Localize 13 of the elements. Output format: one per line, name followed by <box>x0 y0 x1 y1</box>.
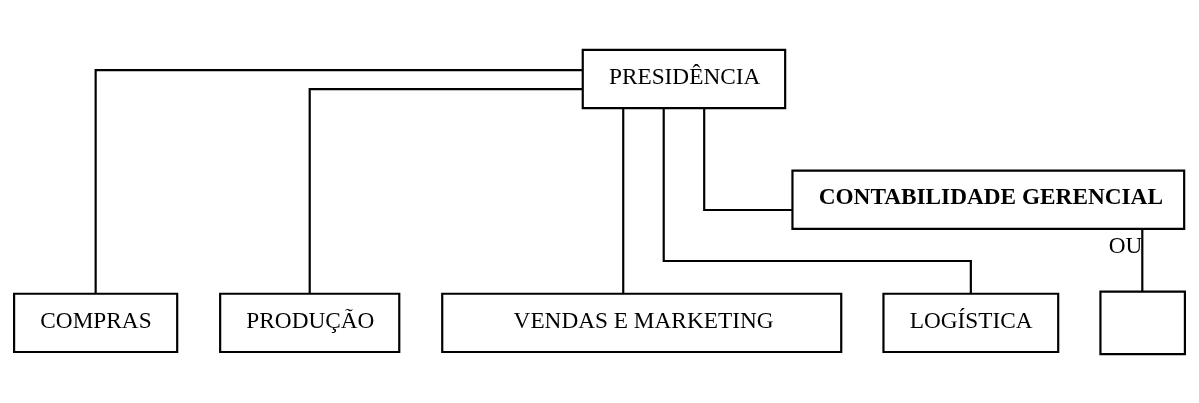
node-box: CONTABILIDADE GERENCIAL <box>791 169 1186 230</box>
node-box: LOGÍSTICA <box>882 292 1060 353</box>
node-box <box>1099 289 1186 355</box>
connector <box>94 68 583 293</box>
connector <box>622 107 625 294</box>
node-box: COMPRAS <box>13 292 179 353</box>
connector <box>662 107 972 293</box>
node-box: PRODUÇÃO <box>219 292 401 353</box>
connector <box>308 87 583 294</box>
node-box: PRESIDÊNCIA <box>581 48 787 109</box>
connector <box>703 108 793 211</box>
connector <box>1141 228 1144 291</box>
node-box: VENDAS E MARKETING <box>441 292 843 353</box>
